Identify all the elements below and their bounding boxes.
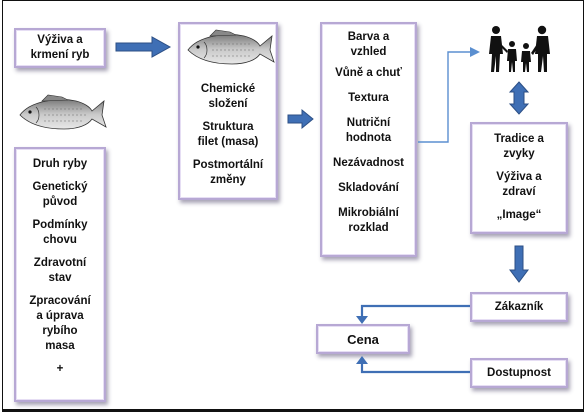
- diagram-frame: [2, 0, 584, 412]
- quality-aroma: Vůně a chuť: [335, 67, 402, 79]
- factor-breeding-conditions: Podmínky chovu: [32, 219, 88, 246]
- arrow-composition-to-quality: [287, 108, 314, 130]
- customer-box: Zákazník: [470, 292, 568, 322]
- fish-factors-box: Druh ryby Genetický původ Podmínky chovu…: [14, 147, 106, 402]
- price-box: Cena: [316, 324, 410, 354]
- line-customer-to-price: [356, 304, 470, 324]
- availability-box: Dostupnost: [470, 358, 568, 388]
- quality-texture: Textura: [348, 92, 389, 104]
- factor-plus: +: [56, 363, 64, 375]
- quality-safety: Nezávadnost: [333, 157, 404, 169]
- quality-nutrition: Nutriční hodnota: [345, 117, 392, 144]
- composition-postmortem: Postmortální změny: [192, 159, 264, 186]
- feeding-line-2: krmení ryb: [30, 49, 90, 61]
- arrow-tradition-to-customer: [509, 245, 529, 283]
- fish-image-composition: [187, 29, 275, 65]
- line-availability-to-price: [356, 356, 470, 374]
- tradition-image: „Image“: [496, 209, 542, 221]
- tradition-box: Tradice a zvyky Výživa a zdraví „Image“: [470, 122, 568, 234]
- family-silhouette-image: [489, 25, 550, 72]
- fish-image-left: [19, 94, 107, 130]
- tradition-health: Výživa a zdraví: [496, 171, 542, 198]
- composition-structure: Struktura filet (masa): [197, 121, 259, 148]
- quality-storage: Skladování: [338, 182, 399, 194]
- arrow-feeding-to-composition: [115, 36, 172, 58]
- factor-genetic-origin: Genetický původ: [32, 181, 88, 208]
- availability-label: Dostupnost: [487, 366, 551, 379]
- factor-health-status: Zdravotní stav: [33, 257, 87, 284]
- factor-species: Druh ryby: [32, 158, 88, 170]
- customer-label: Zákazník: [494, 300, 544, 313]
- quality-microbial: Mikrobiální rozklad: [338, 207, 399, 234]
- quality-box: Barva a vzhled Vůně a chuť Textura Nutri…: [320, 22, 417, 257]
- line-quality-to-family: [418, 47, 480, 143]
- composition-chemical: Chemické složení: [200, 83, 256, 110]
- feeding-box: Výživa a krmení ryb: [14, 28, 106, 68]
- quality-color: Barva a vzhled: [347, 31, 390, 58]
- price-label: Cena: [347, 331, 379, 347]
- factor-processing: Zpracování a úprava rybího masa: [29, 295, 91, 352]
- feeding-line-1: Výživa a: [37, 34, 83, 46]
- tradition-customs: Tradice a zvyky: [494, 133, 544, 160]
- arrow-family-tradition: [508, 81, 530, 115]
